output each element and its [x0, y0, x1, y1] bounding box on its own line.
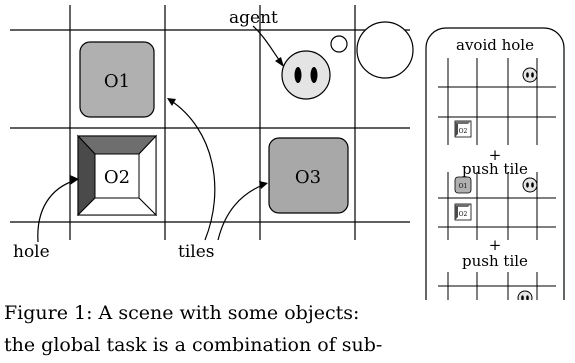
tile-o1-label: O1	[104, 71, 130, 92]
tiles-arrow-o3	[217, 183, 266, 241]
agent-eye-left	[294, 67, 302, 83]
tiles-arrow-o1	[169, 99, 216, 241]
panel-section-2-title: push tile	[462, 160, 528, 178]
hole-o2-label: O2	[104, 167, 130, 188]
caption-line-1: Figure 1: A scene with some objects:	[4, 302, 360, 324]
side-panel: avoid hole O2 + push tile	[425, 27, 565, 300]
mini-tile-o1-2-label: O1	[459, 183, 468, 190]
agent-eye-right	[310, 67, 318, 83]
mini-hole-2-label: O2	[459, 211, 468, 218]
mini-hole-1-label: O2	[459, 128, 468, 135]
agent-arrow	[252, 25, 283, 65]
mini-agent-2	[522, 177, 538, 193]
panel-section-3-title: push tile	[462, 252, 528, 270]
mini-hole-1: O2	[454, 120, 472, 138]
agent-annotation: agent	[229, 8, 278, 28]
thought-bubble-small	[330, 35, 348, 53]
tile-o3-label: O3	[295, 167, 321, 188]
mini-agent-1	[522, 67, 538, 83]
tile-o1: O1	[79, 41, 155, 118]
thought-bubble-large	[356, 21, 414, 79]
caption-line-2: the global task is a combination of sub-	[4, 334, 383, 356]
agent	[281, 21, 414, 100]
main-grid	[10, 5, 410, 240]
panel-section-1-title: avoid hole	[456, 36, 534, 54]
mini-grid-3	[438, 272, 556, 300]
figure-caption: Figure 1: A scene with some objects: the…	[4, 297, 424, 361]
figure-scene: O1 O2 O3 agent hole tiles avoid hole	[10, 5, 565, 300]
mini-tile-o1-2: O1	[454, 176, 472, 194]
hole-annotation: hole	[13, 242, 50, 262]
panel-section-3-connector: +	[489, 236, 502, 254]
mini-agent-3	[517, 290, 533, 300]
hole-arrow	[37, 179, 77, 243]
mini-hole-2: O2	[454, 203, 472, 221]
mini-grid-1	[438, 58, 556, 145]
tiles-annotation: tiles	[178, 242, 215, 262]
panel-section-2-connector: +	[489, 146, 502, 164]
hole-o2: O2	[76, 134, 158, 217]
tile-o3: O3	[268, 137, 349, 214]
